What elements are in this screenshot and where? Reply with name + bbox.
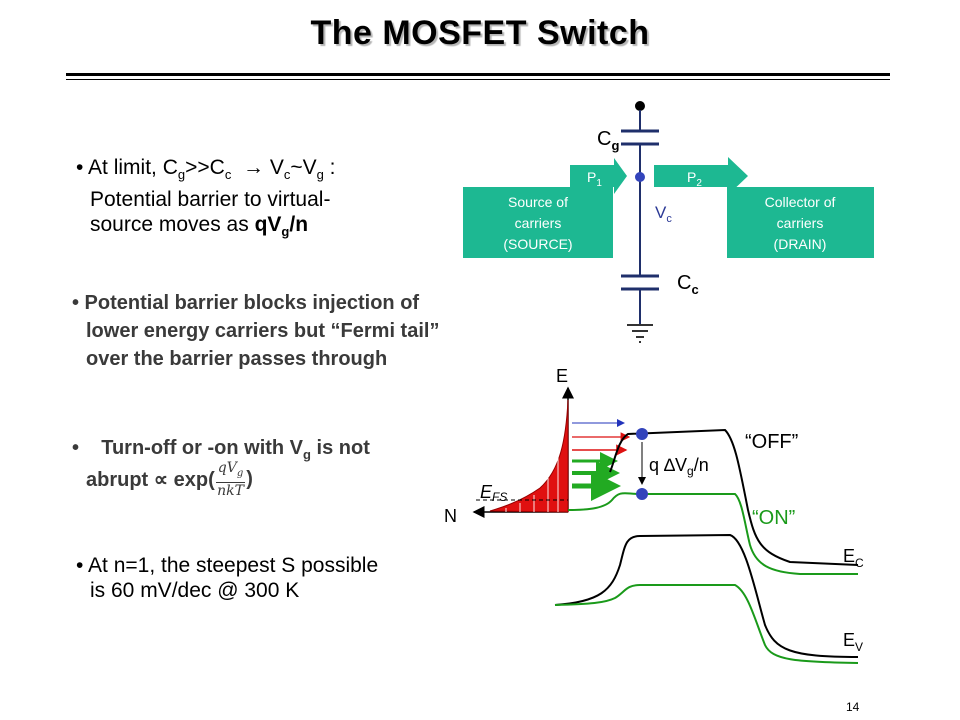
off-barrier-dot xyxy=(636,428,648,440)
bullet-limit-line1: • At limit, Cg>>Cc → Vc~Vg : xyxy=(76,156,336,183)
top-terminal xyxy=(635,101,645,111)
on-valence-band xyxy=(554,584,859,664)
n-axis-label: N xyxy=(444,506,457,526)
bullet-barrier: • Potential barrier blocks injection of … xyxy=(72,292,440,370)
bullet-limit-line3: source moves as qVg/n xyxy=(90,213,309,240)
source-line1: Source of xyxy=(508,194,568,210)
e-axis-label: E xyxy=(556,366,568,386)
ec-label: EC xyxy=(843,546,864,570)
bullet-limit: • At limit, Cg>>Cc → Vc~Vg : Potential b… xyxy=(76,155,336,244)
source-box xyxy=(463,187,613,258)
ev-label: EV xyxy=(843,630,863,654)
slide-title: The MOSFET Switch xyxy=(310,14,650,52)
on-barrier-dot xyxy=(636,488,648,500)
title-rule-thick xyxy=(66,73,890,76)
p2-arrow xyxy=(654,157,748,195)
off-label: “OFF” xyxy=(745,431,798,453)
delta-label: q ∆Vg/n xyxy=(649,455,709,478)
off-valence-band xyxy=(554,533,859,658)
drain-line3: (DRAIN) xyxy=(774,236,827,252)
p1-arrow xyxy=(570,158,627,194)
drain-line1: Collector of xyxy=(765,194,836,210)
ground-icon xyxy=(627,324,653,343)
exp-fraction: qVg nkT xyxy=(215,460,246,499)
page-number: 14 xyxy=(846,700,860,714)
vc-label: Vc xyxy=(655,203,672,225)
efs-label: EFS xyxy=(480,482,507,504)
title-rule-thin xyxy=(66,79,890,80)
vc-node xyxy=(635,172,645,182)
p1-label: P1 xyxy=(587,169,602,189)
p2-label: P2 xyxy=(687,169,702,189)
exp-formula: abrupt ∝ exp( qVg nkT ) xyxy=(86,460,253,499)
source-line2: carriers xyxy=(515,215,562,231)
bullet-steepest: • At n=1, the steepest S possible is 60 … xyxy=(76,554,379,602)
bullet-turnoff: • Turn-off or -on with Vg is not xyxy=(72,437,370,462)
on-conduction-band xyxy=(567,492,858,575)
bullet-limit-line2: Potential barrier to virtual- xyxy=(90,188,331,212)
cc-label: Cc xyxy=(677,272,699,297)
source-line3: (SOURCE) xyxy=(503,236,572,252)
fermi-tail-lines xyxy=(505,455,559,512)
off-conduction-band xyxy=(609,428,859,566)
drain-box xyxy=(727,187,874,258)
drain-line2: carriers xyxy=(777,215,824,231)
on-label: “ON” xyxy=(752,507,795,529)
cg-label: Cg xyxy=(597,128,619,153)
